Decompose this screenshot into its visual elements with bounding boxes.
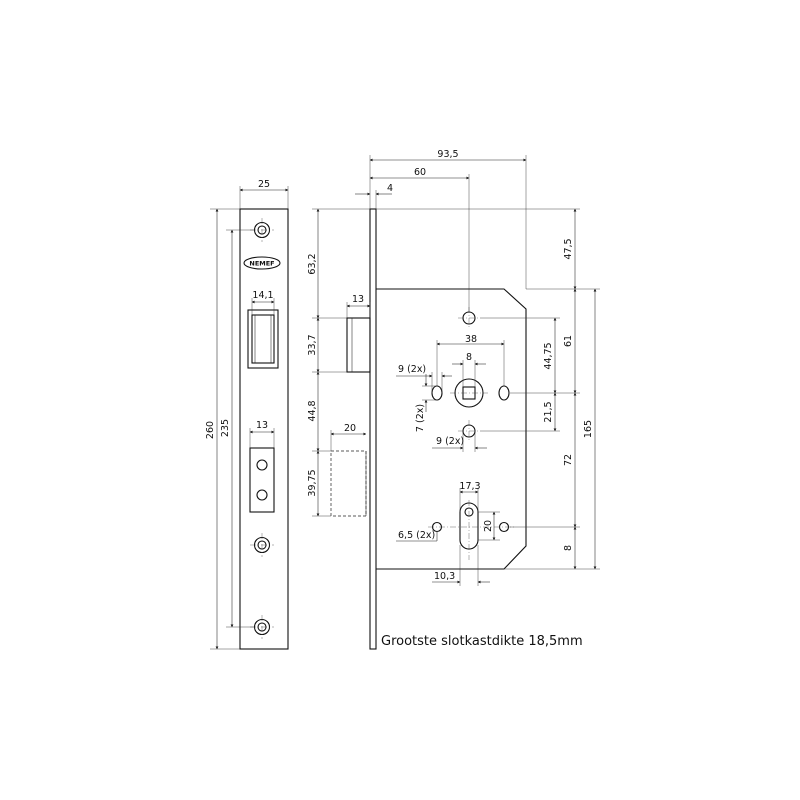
dim-fixing-spacing: 38 xyxy=(465,334,477,345)
dim-case-height: 165 xyxy=(583,420,594,438)
dim-cylinder-hole: 6,5 (2x) xyxy=(398,530,435,541)
lock-case-body xyxy=(376,288,527,570)
dim-latch-height: 33,7 xyxy=(307,334,318,355)
svg-text:NEMEF: NEMEF xyxy=(249,260,274,268)
faceplate-outline xyxy=(239,208,289,650)
faceplate-view: NEMEF xyxy=(205,179,289,650)
cylinder-hole xyxy=(428,500,514,560)
dim-latch-to-bolt: 44,8 xyxy=(307,400,318,421)
dim-fixing-hole-bottom: 9 (2x) xyxy=(436,436,464,447)
dim-follower-to-fixing: 44,75 xyxy=(543,342,554,369)
screw-hole-middle xyxy=(250,533,274,557)
fixing-hole-right xyxy=(498,385,510,401)
dim-bolt-width: 13 xyxy=(256,420,268,431)
case-thickness-note: Grootste slotkastdikte 18,5mm xyxy=(381,634,583,649)
deadbolt-slot xyxy=(249,447,275,513)
dim-follower-offset: 61 xyxy=(563,335,574,347)
dim-lc-latch-width: 13 xyxy=(352,294,364,305)
dim-cylinder-depth: 20 xyxy=(483,520,494,532)
dim-cylinder-width: 17,3 xyxy=(459,481,480,492)
dim-plate-thickness: 4 xyxy=(387,183,393,194)
follower-spindle xyxy=(450,378,488,408)
dim-screw-spacing: 235 xyxy=(220,419,231,437)
latch-bolt xyxy=(346,317,371,373)
dim-follower-to-cylinder: 72 xyxy=(563,454,574,466)
dim-cylinder-offset: 10,3 xyxy=(434,571,455,582)
dim-faceplate-height: 260 xyxy=(205,421,216,439)
dim-fixing-hole-top: 9 (2x) xyxy=(398,364,426,375)
latch-slot xyxy=(247,309,279,369)
front-plate xyxy=(369,208,377,650)
dim-top-to-latch: 63,2 xyxy=(307,253,318,274)
dim-backset-total: 93,5 xyxy=(437,149,458,160)
dim-bolt-height: 39,75 xyxy=(307,469,318,496)
dead-bolt xyxy=(330,450,367,517)
nemef-logo: NEMEF xyxy=(243,256,281,270)
dim-fixing-lower: 21,5 xyxy=(543,401,554,422)
dim-faceplate-width: 25 xyxy=(258,179,270,190)
fixing-hole-left xyxy=(431,385,443,401)
lockcase-view: 93,5 60 4 63,2 33,7 44,8 39,75 13 20 xyxy=(307,149,600,650)
dim-bottom-offset: 8 xyxy=(563,545,574,551)
dim-top-offset: 47,5 xyxy=(563,238,574,259)
dim-latch-width: 14,1 xyxy=(252,290,273,301)
dim-backset: 60 xyxy=(414,167,426,178)
dim-spindle-square: 8 xyxy=(466,352,472,363)
dim-lc-bolt-width: 20 xyxy=(344,423,356,434)
dim-fixing-hole-side: 7 (2x) xyxy=(415,404,426,432)
